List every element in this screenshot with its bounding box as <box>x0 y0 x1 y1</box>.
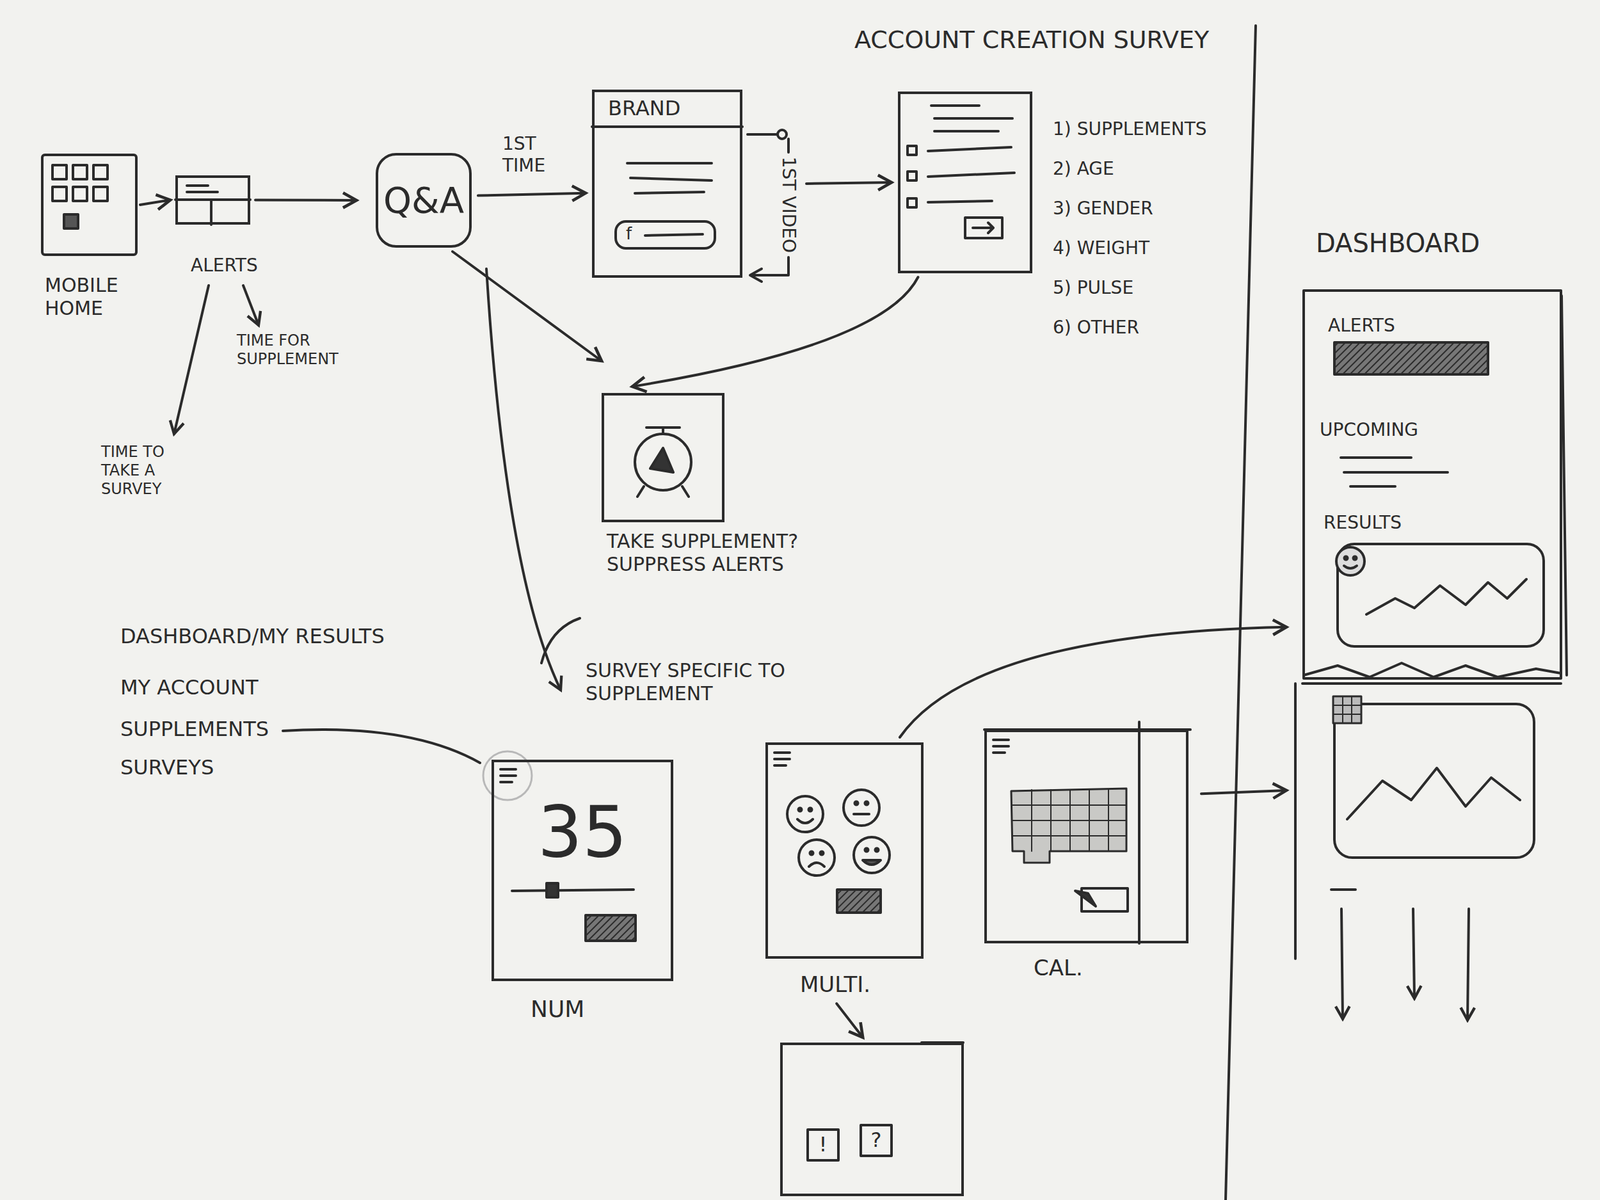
node-text: RESULTS <box>1323 512 1402 534</box>
edge-label: 1ST TIME <box>502 133 548 176</box>
alerts-screen: ALERTS <box>175 175 251 225</box>
flow-arrow <box>255 199 357 203</box>
alarm-screen: TAKE SUPPLEMENT? SUPPRESS ALERTS <box>601 392 725 523</box>
note-label: SUPPLEMENTS <box>120 716 269 742</box>
note-label: 1ST VIDEO <box>777 156 800 253</box>
number-screen: 35NUM <box>491 759 674 982</box>
node-text: MOBILE HOME <box>44 273 141 320</box>
note-label: SURVEY SPECIFIC TO SUPPLEMENT <box>585 659 816 706</box>
node-text: ! <box>807 1132 839 1157</box>
note-label: SURVEYS <box>120 755 214 780</box>
calendar-screen: CAL. <box>984 729 1189 944</box>
node-text: 2) AGE <box>1052 158 1115 180</box>
node-text: 4) WEIGHT <box>1052 237 1150 260</box>
node-text: BRAND <box>608 96 681 121</box>
flow-arrow <box>478 193 586 196</box>
node-text: NUM <box>530 995 585 1023</box>
node-text: TAKE SUPPLEMENT? SUPPRESS ALERTS <box>606 529 818 576</box>
node-text: 5) PULSE <box>1052 277 1134 299</box>
answer-screen: !? <box>780 1042 964 1197</box>
node-text: ALERTS <box>190 254 258 277</box>
node-text: 3) GENDER <box>1052 197 1154 220</box>
note-label: DASHBOARD/MY RESULTS <box>120 624 385 649</box>
survey-screen: 1) SUPPLEMENTS2) AGE3) GENDER4) WEIGHT5)… <box>897 91 1033 274</box>
node-text: ? <box>860 1127 892 1152</box>
multi-screen: MULTI. <box>765 742 924 959</box>
flow-arrow <box>452 251 602 361</box>
node-text: UPCOMING <box>1319 419 1419 441</box>
qa-app-icon: Q&A <box>375 152 472 248</box>
node-text: CAL. <box>1033 954 1083 982</box>
node-text: DASHBOARD <box>1315 227 1480 259</box>
node-text: 35 <box>537 789 628 875</box>
note-label: MY ACCOUNT <box>120 675 258 700</box>
node-text: 6) OTHER <box>1052 316 1140 339</box>
brand-screen: BRAND f <box>592 89 743 278</box>
flow-arrow <box>806 182 892 184</box>
flow-arrow <box>632 277 919 387</box>
flow-arrow <box>899 627 1287 738</box>
node-text: MULTI. <box>800 971 871 998</box>
node-text: ALERTS <box>1328 314 1396 337</box>
flow-arrow <box>140 200 171 206</box>
node-text: Q&A <box>383 178 464 222</box>
node-text: f <box>625 224 632 244</box>
note-label: TIME FOR SUPPLEMENT <box>236 331 365 369</box>
note-label: ACCOUNT CREATION SURVEY <box>854 25 1209 56</box>
node-text: 1) SUPPLEMENTS <box>1052 118 1208 141</box>
flow-arrow <box>1201 790 1287 794</box>
flow-arrow <box>836 1003 863 1038</box>
dashboard-screen: DASHBOARD ALERTS UPCOMING RESULTS <box>1295 226 1561 959</box>
phone-screen: MOBILE HOME <box>40 153 138 256</box>
note-label: TIME TO TAKE A SURVEY <box>101 442 178 498</box>
